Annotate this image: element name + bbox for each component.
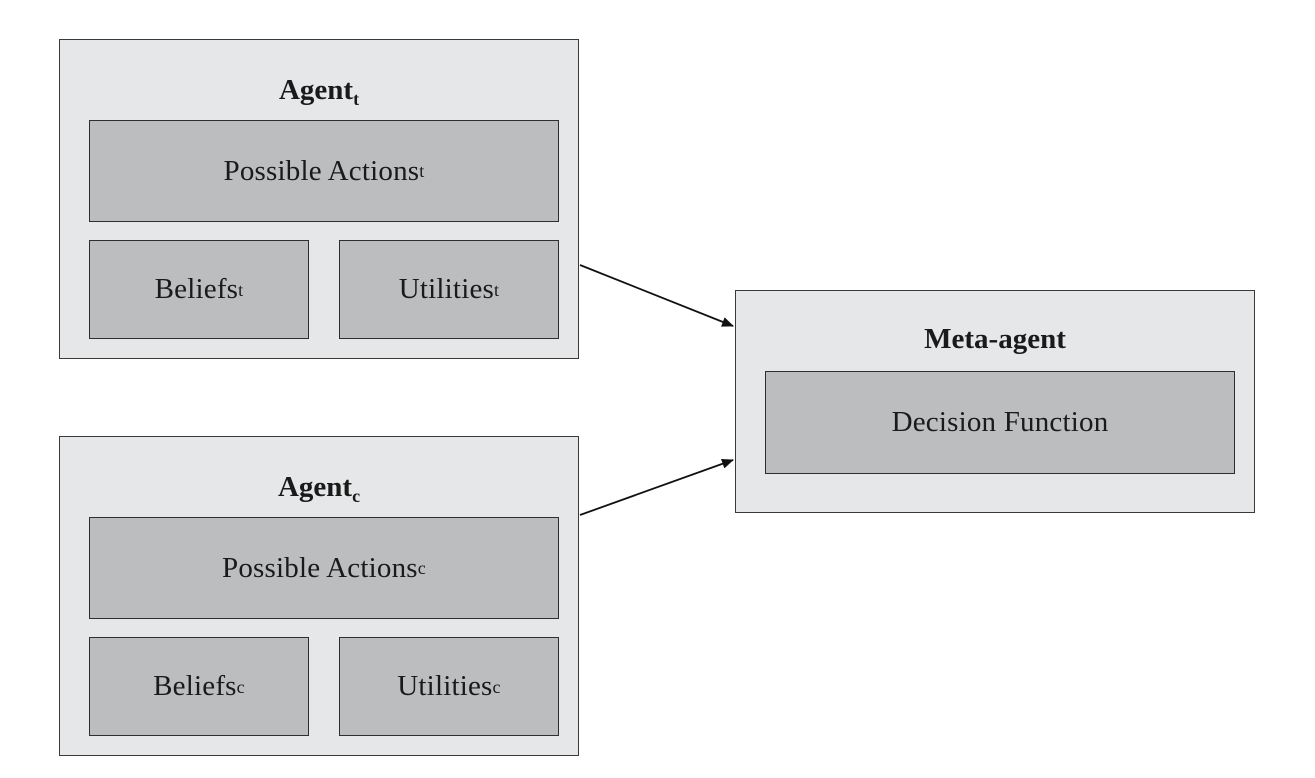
agent-t-title: Agentt — [278, 74, 360, 109]
decision-function: Decision Function — [765, 371, 1235, 474]
arrow-agent-c-to-meta — [579, 459, 734, 516]
agent-c-title: Agentc — [277, 471, 361, 506]
arrow-agent-t-to-meta — [579, 264, 734, 327]
meta-agent-box: Meta-agent Decision Function — [735, 290, 1255, 513]
meta-agent-title: Meta-agent — [924, 323, 1066, 355]
